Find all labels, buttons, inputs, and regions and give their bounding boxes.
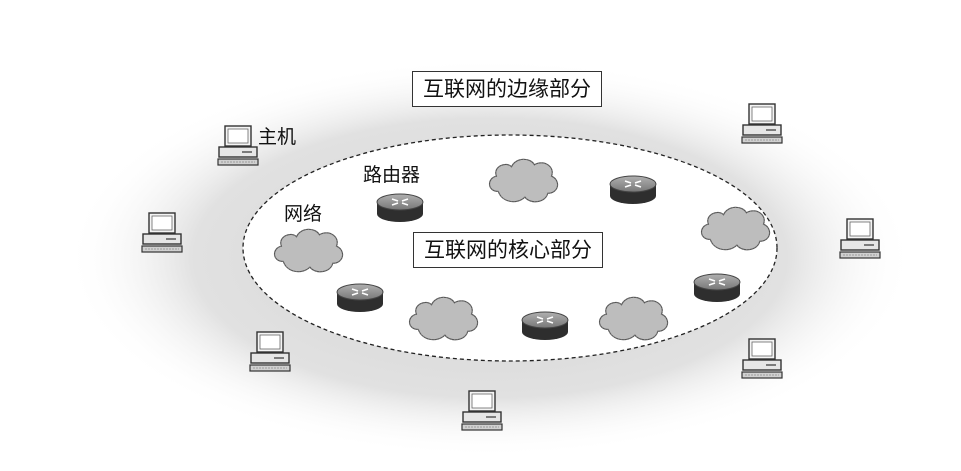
router-label: 路由器 <box>363 164 421 186</box>
network-cloud-icon <box>408 296 479 341</box>
router-icon <box>521 311 569 341</box>
network-label: 网络 <box>284 203 323 225</box>
router-icon <box>336 283 384 313</box>
network-cloud-icon <box>700 206 771 251</box>
network-cloud-icon <box>488 158 559 203</box>
router-icon <box>376 193 424 223</box>
router-icon <box>609 175 657 205</box>
host-label: 主机 <box>258 126 297 148</box>
network-cloud-icon <box>598 296 669 341</box>
router-icon <box>693 273 741 303</box>
network-cloud-icon <box>273 228 344 273</box>
edge-part-label: 互联网的边缘部分 <box>412 71 602 107</box>
core-part-label: 互联网的核心部分 <box>413 232 603 268</box>
